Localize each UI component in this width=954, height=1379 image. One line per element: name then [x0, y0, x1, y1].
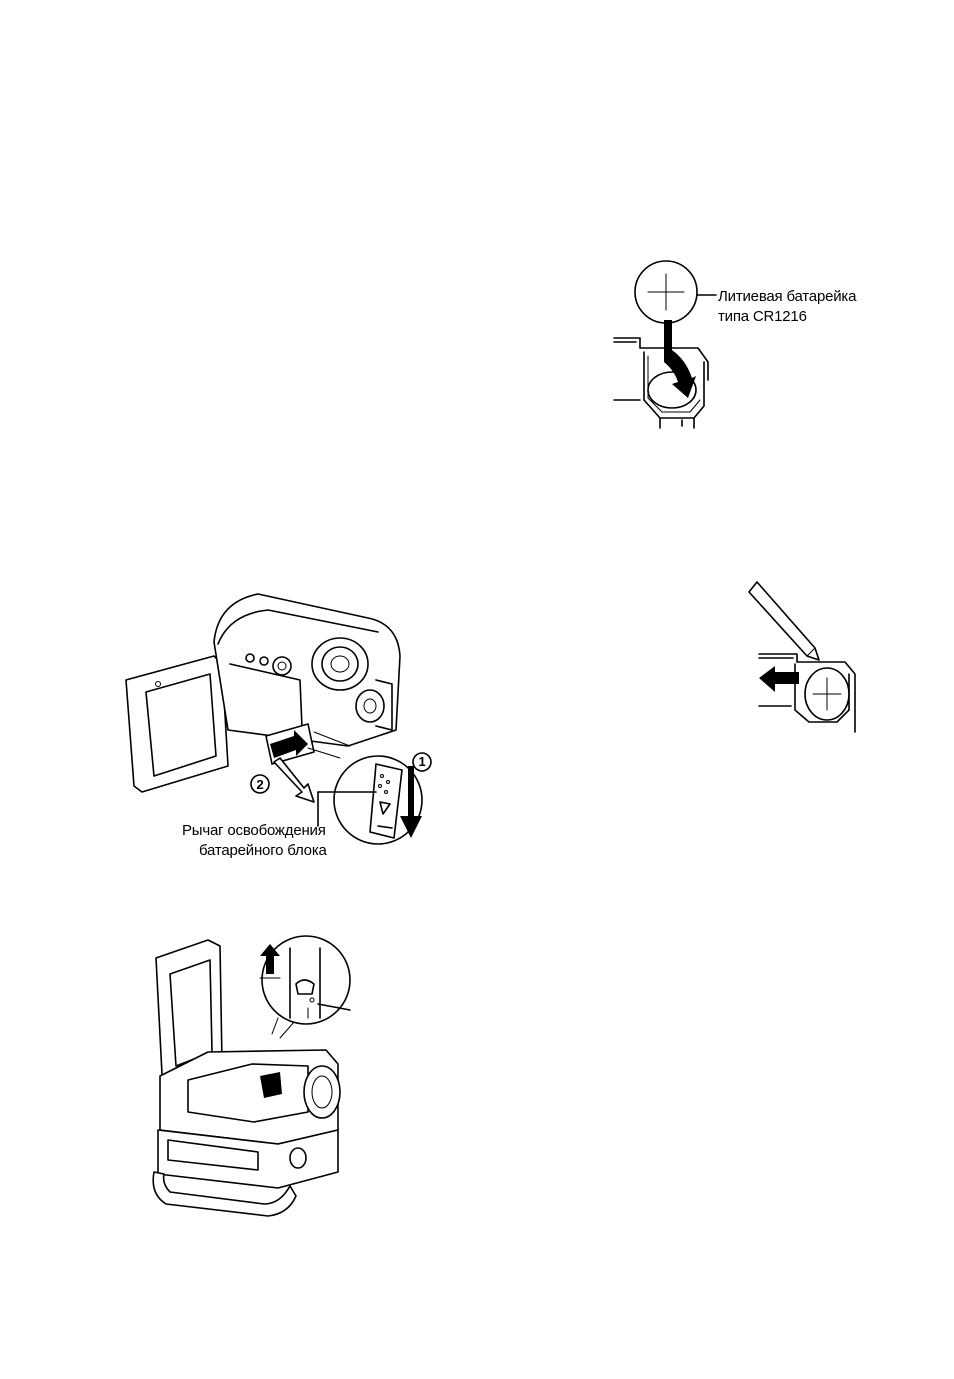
lithium-cell-label-line2: типа CR1216 — [718, 307, 807, 327]
camcorder-battery-release-illustration — [118, 580, 448, 860]
lithium-cell-label-line1: Литиевая батарейка — [718, 287, 856, 307]
battery-release-label-line1: Рычаг освобождения — [182, 821, 326, 841]
camcorder-compartment-illustration — [148, 934, 368, 1224]
lithium-cell-illustration — [600, 250, 730, 440]
battery-release-step2-marker: 2 — [254, 775, 266, 795]
lithium-cell-removal-illustration — [745, 578, 865, 743]
battery-release-label-line2: батарейного блока — [199, 841, 327, 861]
battery-release-step1-marker: 1 — [416, 752, 428, 772]
